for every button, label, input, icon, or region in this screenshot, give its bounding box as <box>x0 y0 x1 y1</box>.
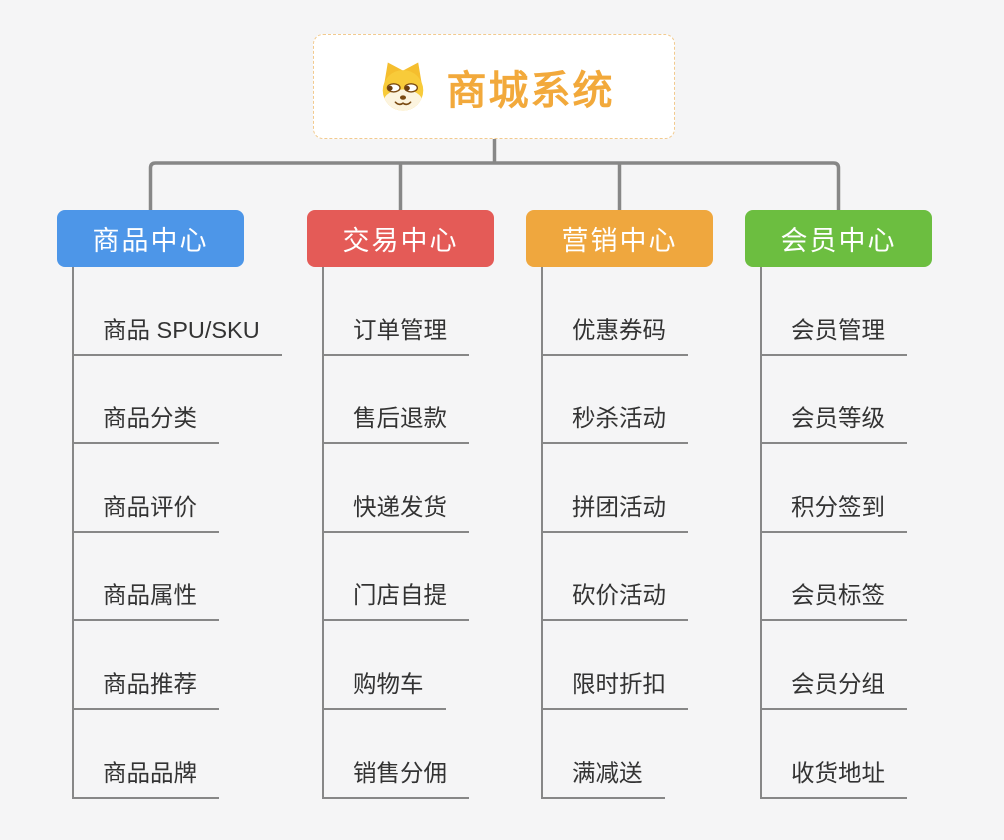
child-row: 拼团活动 <box>543 444 781 533</box>
child-node[interactable]: 订单管理 <box>324 311 469 356</box>
branch-children-marketing: 优惠券码 秒杀活动 拼团活动 砍价活动 限时折扣 满减送 <box>541 267 781 799</box>
child-node[interactable]: 会员管理 <box>762 311 907 356</box>
branch-label: 交易中心 <box>342 226 459 256</box>
child-row: 商品评价 <box>74 444 312 533</box>
child-node[interactable]: 商品属性 <box>74 576 219 622</box>
child-node[interactable]: 限时折扣 <box>543 665 688 710</box>
child-node[interactable]: 商品品牌 <box>74 754 219 799</box>
child-row: 商品推荐 <box>74 621 312 710</box>
child-row: 购物车 <box>324 621 562 710</box>
branch-children-product: 商品 SPU/SKU 商品分类 商品评价 商品属性 商品推荐 商品品牌 <box>72 267 312 799</box>
child-row: 会员分组 <box>762 621 1000 710</box>
child-row: 收货地址 <box>762 710 1000 799</box>
child-row: 秒杀活动 <box>543 356 781 445</box>
dog-icon <box>374 60 432 114</box>
child-node[interactable]: 会员等级 <box>762 399 907 445</box>
branch-children-member: 会员管理 会员等级 积分签到 会员标签 会员分组 收货地址 <box>760 267 1000 799</box>
branch-children-trade: 订单管理 售后退款 快递发货 门店自提 购物车 销售分佣 <box>322 267 562 799</box>
child-row: 商品属性 <box>74 533 312 622</box>
child-node[interactable]: 商品评价 <box>74 488 219 533</box>
child-node[interactable]: 售后退款 <box>324 399 469 445</box>
child-node[interactable]: 快递发货 <box>324 488 469 533</box>
child-row: 商品 SPU/SKU <box>74 267 312 356</box>
child-node[interactable]: 商品 SPU/SKU <box>74 311 282 356</box>
branch-label: 会员中心 <box>780 226 897 256</box>
child-row: 限时折扣 <box>543 621 781 710</box>
child-row: 门店自提 <box>324 533 562 622</box>
child-row: 订单管理 <box>324 267 562 356</box>
child-node[interactable]: 会员标签 <box>762 576 907 622</box>
branch-trade-center: 交易中心 订单管理 售后退款 快递发货 门店自提 购物车 销售分佣 <box>307 210 562 799</box>
child-node[interactable]: 门店自提 <box>324 576 469 622</box>
child-node[interactable]: 积分签到 <box>762 488 907 533</box>
child-node[interactable]: 购物车 <box>324 665 446 710</box>
child-row: 售后退款 <box>324 356 562 445</box>
child-node[interactable]: 满减送 <box>543 754 665 799</box>
child-node[interactable]: 秒杀活动 <box>543 399 688 445</box>
child-row: 砍价活动 <box>543 533 781 622</box>
child-node[interactable]: 优惠券码 <box>543 311 688 356</box>
branch-product-center: 商品中心 商品 SPU/SKU 商品分类 商品评价 商品属性 商品推荐 商品品牌 <box>57 210 312 799</box>
child-row: 满减送 <box>543 710 781 799</box>
branch-label: 商品中心 <box>92 226 209 256</box>
child-node[interactable]: 砍价活动 <box>543 576 688 622</box>
child-row: 会员等级 <box>762 356 1000 445</box>
child-node[interactable]: 会员分组 <box>762 665 907 710</box>
child-row: 商品品牌 <box>74 710 312 799</box>
child-row: 销售分佣 <box>324 710 562 799</box>
root-title: 商城系统 <box>446 68 615 113</box>
branch-header-marketing-center[interactable]: 营销中心 <box>526 210 713 267</box>
root-node[interactable]: 商城系统 <box>313 34 675 139</box>
child-node[interactable]: 收货地址 <box>762 754 907 799</box>
child-row: 会员标签 <box>762 533 1000 622</box>
branch-header-trade-center[interactable]: 交易中心 <box>307 210 494 267</box>
child-row: 会员管理 <box>762 267 1000 356</box>
branch-member-center: 会员中心 会员管理 会员等级 积分签到 会员标签 会员分组 收货地址 <box>745 210 1000 799</box>
branch-marketing-center: 营销中心 优惠券码 秒杀活动 拼团活动 砍价活动 限时折扣 满减送 <box>526 210 781 799</box>
child-node[interactable]: 商品推荐 <box>74 665 219 710</box>
branch-header-product-center[interactable]: 商品中心 <box>57 210 244 267</box>
branch-header-member-center[interactable]: 会员中心 <box>745 210 932 267</box>
child-row: 积分签到 <box>762 444 1000 533</box>
child-node[interactable]: 商品分类 <box>74 399 219 445</box>
child-row: 快递发货 <box>324 444 562 533</box>
branch-label: 营销中心 <box>561 226 678 256</box>
child-node[interactable]: 拼团活动 <box>543 488 688 533</box>
child-row: 商品分类 <box>74 356 312 445</box>
child-node[interactable]: 销售分佣 <box>324 754 469 799</box>
child-row: 优惠券码 <box>543 267 781 356</box>
